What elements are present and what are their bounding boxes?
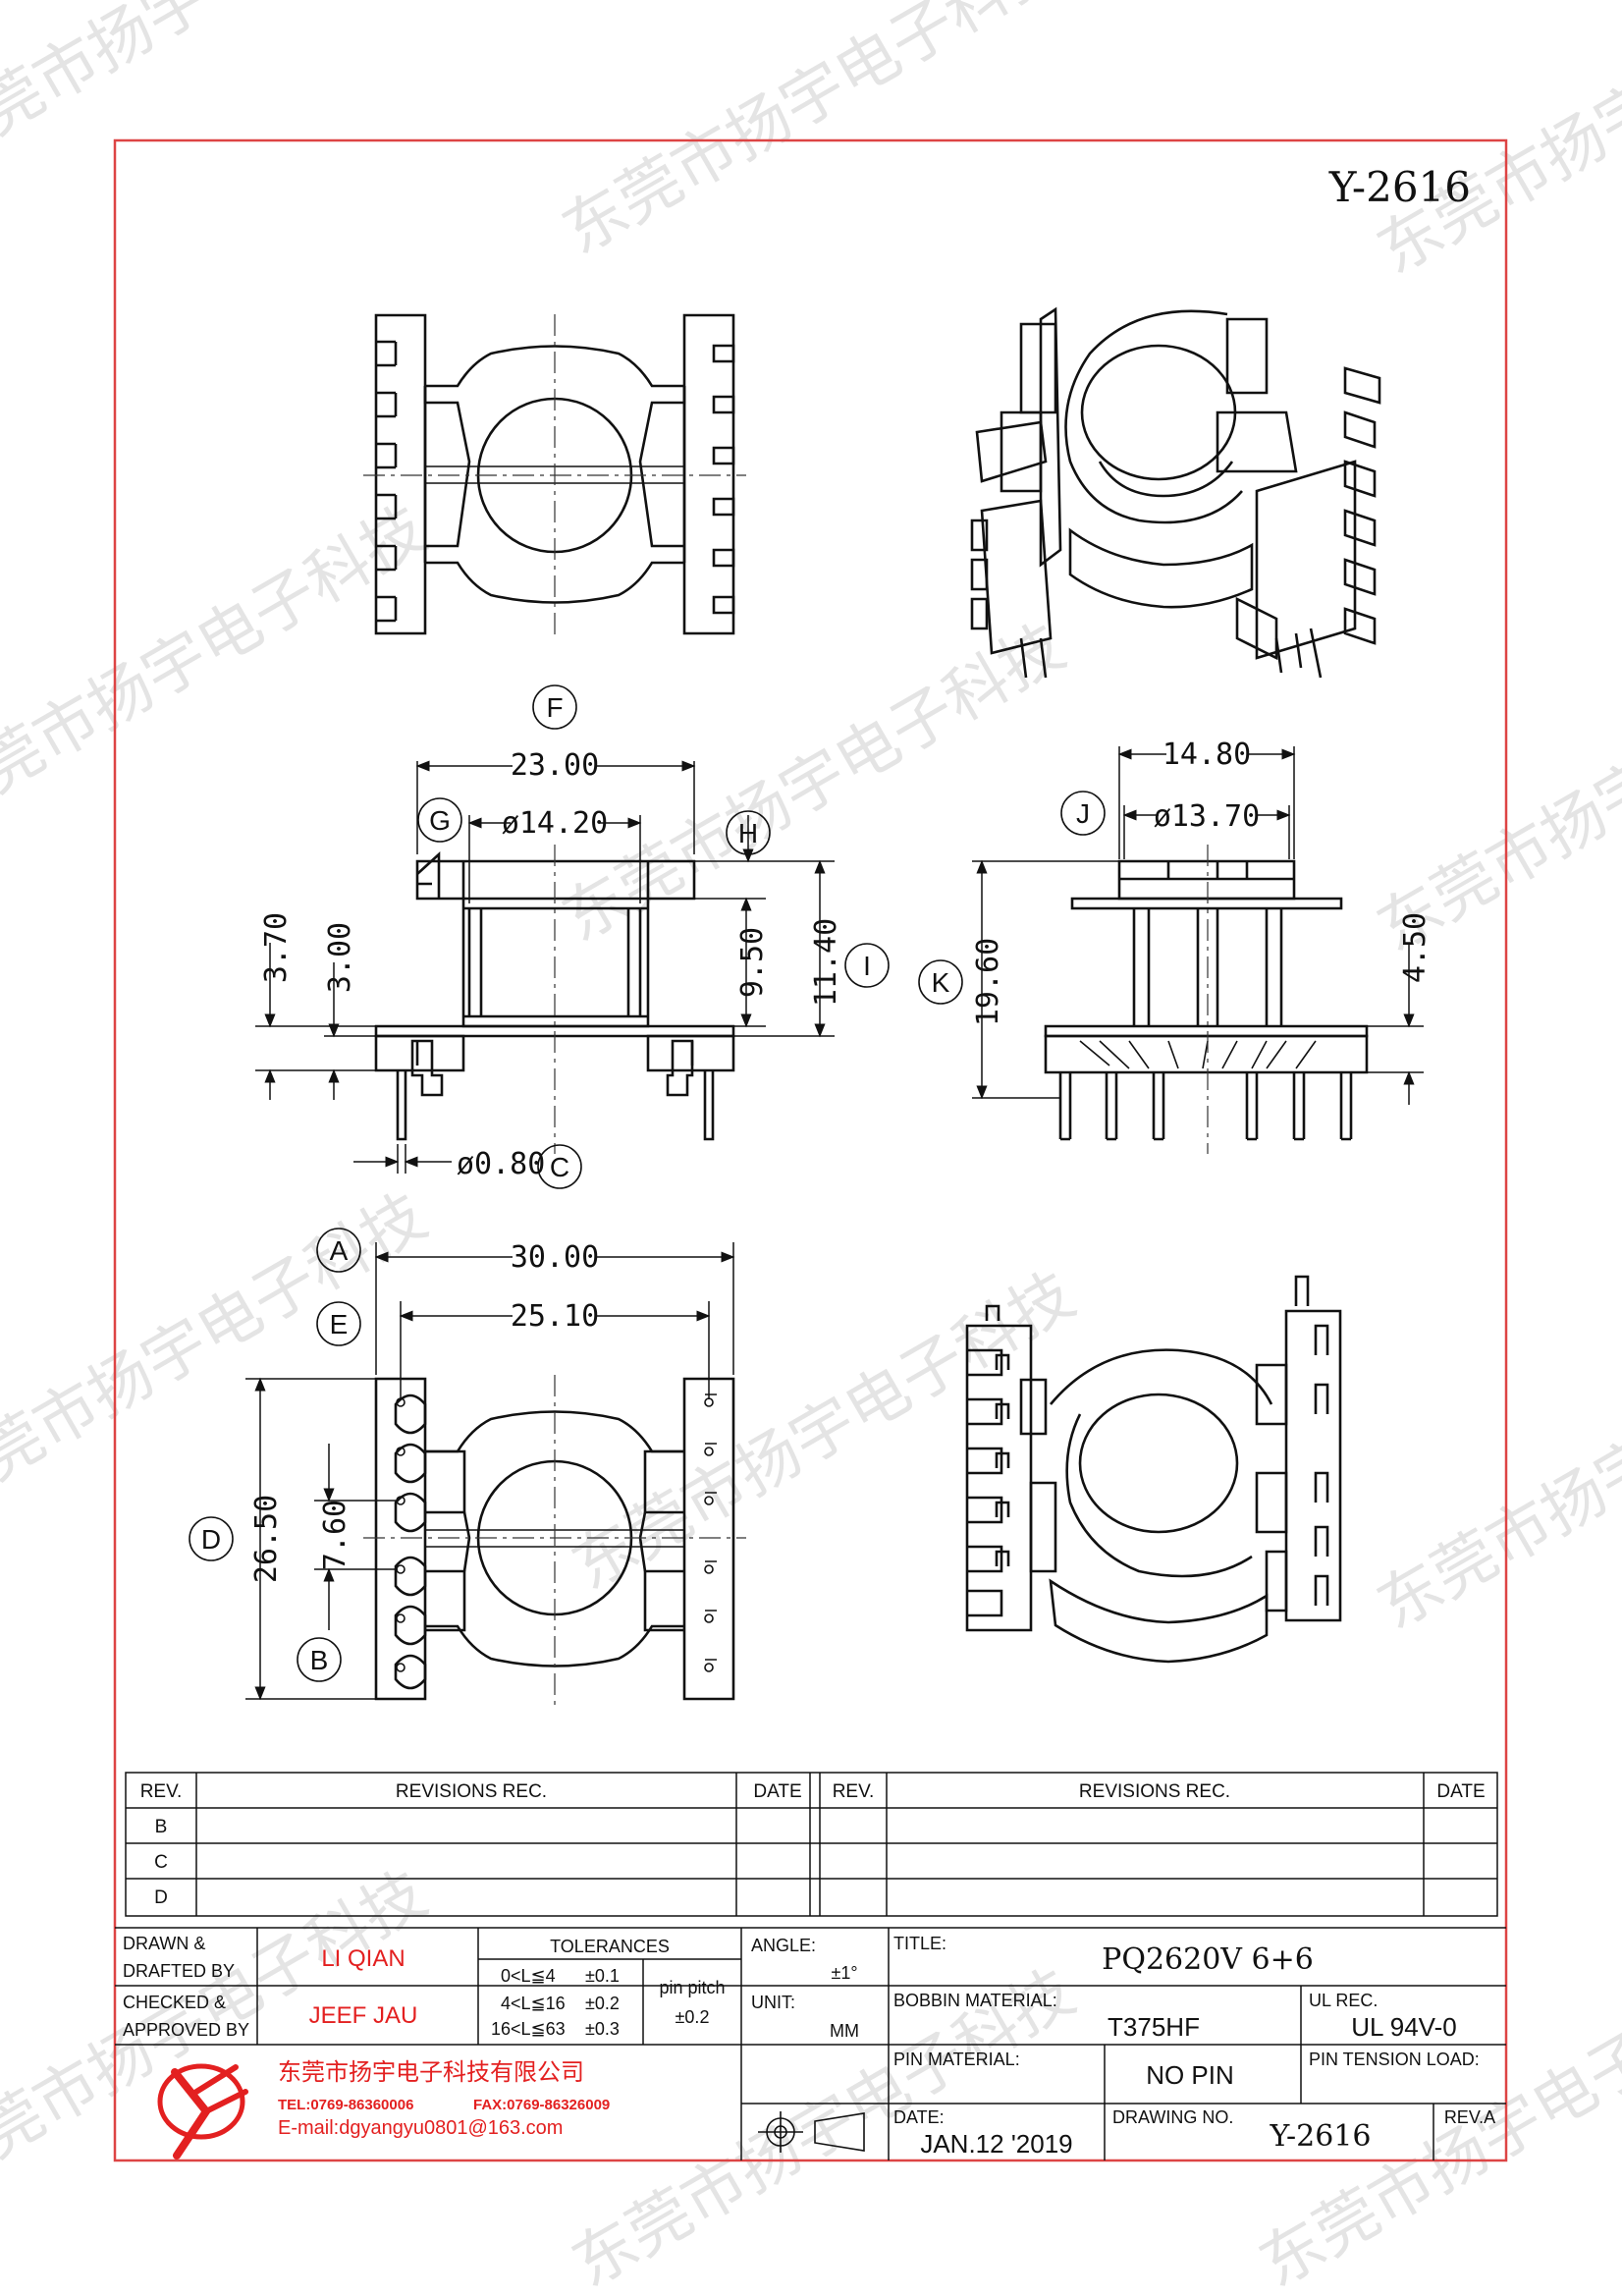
company-name: 东莞市扬宇电子科技有限公司 <box>278 2058 584 2086</box>
pin-tension-label: PIN TENSION LOAD: <box>1309 2050 1480 2069</box>
unit-value: MM <box>830 2021 859 2041</box>
bottom-view <box>363 1375 746 1709</box>
date-value: JAN.12 '2019 <box>920 2129 1072 2159</box>
company-email: E-mail:dgyangyu0801@163.com <box>278 2117 563 2139</box>
sheet-border <box>113 138 1508 2162</box>
bobbin-material-label: BOBBIN MATERIAL: <box>893 1991 1057 2010</box>
date-header-left: DATE <box>753 1781 801 1802</box>
dimension-11-40: 11.40 <box>809 918 843 1007</box>
rev-row-c: C <box>154 1852 168 1873</box>
checked-label-1: CHECKED & <box>123 1993 226 2012</box>
callout-c: C <box>550 1152 569 1182</box>
watermark-text: 东莞市扬宇电子科技 <box>0 493 439 839</box>
dimension-19-60: 19.60 <box>971 938 1005 1026</box>
callout-b: B <box>310 1645 329 1675</box>
callout-g: G <box>429 805 451 836</box>
top-view <box>363 313 746 638</box>
side-view-front-dimensions: 23.00 ø14.20 9.50 11.40 3.70 3.00 ø0.80 <box>255 746 843 1181</box>
checked-label-2: APPROVED BY <box>123 2020 249 2040</box>
callout-j: J <box>1076 798 1090 829</box>
title-block: DRAWN & DRAFTED BY LI QIAN CHECKED & APP… <box>115 1927 1506 2160</box>
unit-label: UNIT: <box>751 1993 795 2012</box>
side-view-right <box>1044 845 1369 1154</box>
rec-header-left: REVISIONS REC. <box>396 1781 547 1802</box>
company-fax: FAX:0769-86326009 <box>473 2097 610 2113</box>
ul-rec-value: UL 94V-0 <box>1351 2012 1456 2042</box>
watermark-text: 东莞市扬宇电子科技 <box>0 0 439 181</box>
title-label: TITLE: <box>893 1934 946 1953</box>
dimension-30-00: 30.00 <box>511 1240 599 1275</box>
dimension-14-80: 14.80 <box>1162 738 1251 772</box>
callout-h: H <box>738 818 758 848</box>
watermark-text: 东莞市扬宇电子科技 <box>551 611 1077 957</box>
callout-k: K <box>932 967 950 998</box>
angle-value: ±1° <box>831 1963 857 1983</box>
company-tel: TEL:0769-86360006 <box>278 2097 413 2113</box>
checked-by-name: JEEF JAU <box>309 2002 418 2029</box>
side-view-right-dimensions: 14.80 ø13.70 19.60 4.50 <box>971 737 1433 1105</box>
dimension-26-50: 26.50 <box>249 1495 284 1583</box>
dimension-4-50: 4.50 <box>1398 912 1433 983</box>
dimension-23-00: 23.00 <box>511 748 599 783</box>
watermark-text: 东莞市扬宇电子科技 <box>0 1180 439 1526</box>
dimension-pin-dia: ø0.80 <box>457 1147 545 1181</box>
bottom-view-dimensions: 30.00 25.10 26.50 7.60 <box>245 1239 735 1701</box>
watermark-text: 东莞市扬宇电子科技 <box>1366 0 1622 289</box>
title-value: PQ2620V 6+6 <box>1102 1942 1314 1977</box>
tol-3-range: 16<L≦63 <box>491 2019 566 2039</box>
rec-header-right: REVISIONS REC. <box>1079 1781 1230 1802</box>
tol-2-value: ±0.2 <box>585 1994 620 2013</box>
pin-pitch-label: pin pitch <box>659 1978 725 1997</box>
angle-label: ANGLE: <box>751 1936 816 1955</box>
ul-rec-label: UL REC. <box>1309 1991 1378 2010</box>
drawing-no-label: DRAWING NO. <box>1112 2107 1233 2127</box>
tol-1-value: ±0.1 <box>585 1966 620 1986</box>
date-header-right: DATE <box>1436 1781 1485 1802</box>
pin-material-value: NO PIN <box>1146 2060 1234 2090</box>
tol-2-range: 4<L≦16 <box>501 1994 566 2013</box>
isometric-view-bottom <box>965 1275 1342 1664</box>
callouts: F G H I C J K A E D B <box>189 684 1106 1682</box>
dimension-dia-14-20: ø14.20 <box>502 806 608 841</box>
revision-label: REV.A <box>1444 2107 1495 2127</box>
dimension-25-10: 25.10 <box>511 1299 599 1334</box>
watermark-text: 东莞市扬宇电子科技 <box>551 0 1077 269</box>
tolerances-label: TOLERANCES <box>550 1937 670 1956</box>
isometric-view-top <box>970 306 1381 679</box>
dimension-9-50: 9.50 <box>735 927 770 998</box>
dimension-3-00: 3.00 <box>323 922 357 993</box>
drawn-label-1: DRAWN & <box>123 1934 205 1953</box>
revisions-table: REV. REVISIONS REC. DATE REV. REVISIONS … <box>125 1772 1498 1917</box>
pin-material-label: PIN MATERIAL: <box>893 2050 1020 2069</box>
rev-header-left: REV. <box>140 1781 183 1802</box>
date-label: DATE: <box>893 2107 945 2127</box>
drawn-by-name: LI QIAN <box>321 1945 405 1972</box>
rev-header-right: REV. <box>833 1781 875 1802</box>
drawn-label-2: DRAFTED BY <box>123 1961 235 1981</box>
projection-symbol-icon <box>758 2111 865 2153</box>
rev-row-b: B <box>155 1817 168 1837</box>
pin-pitch-value: ±0.2 <box>676 2007 710 2027</box>
dimension-dia-13-70: ø13.70 <box>1154 799 1260 834</box>
callout-i: I <box>863 951 871 981</box>
drawing-code-top: Y-2616 <box>1328 163 1471 211</box>
drawing-no-value: Y-2616 <box>1270 2119 1372 2154</box>
callout-f: F <box>546 692 563 723</box>
rev-row-d: D <box>154 1887 168 1908</box>
watermark-text: 东莞市扬宇电子科技 <box>1366 1298 1622 1644</box>
callout-e: E <box>330 1309 349 1339</box>
tol-1-range: 0<L≦4 <box>501 1966 556 1986</box>
dimension-7-60: 7.60 <box>318 1500 352 1570</box>
tol-3-value: ±0.3 <box>585 2019 620 2039</box>
dimension-3-70: 3.70 <box>259 912 294 983</box>
company-logo <box>157 2063 248 2159</box>
callout-a: A <box>330 1235 349 1266</box>
callout-d: D <box>201 1524 221 1555</box>
bobbin-material-value: T375HF <box>1108 2012 1200 2042</box>
